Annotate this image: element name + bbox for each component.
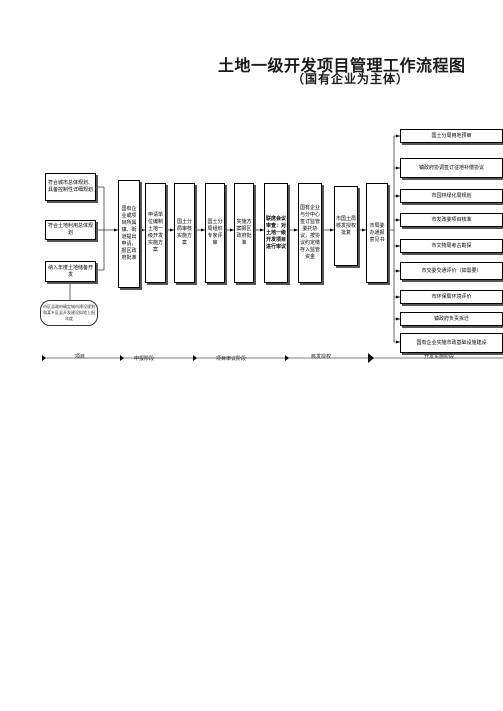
step-2-plan-draft: 申请单位编制土地一级开发实施方案 bbox=[145, 183, 166, 283]
stage-implementation: 开发实施阶段 bbox=[424, 354, 455, 360]
step-9-notification: 市局委办通报意见书 bbox=[366, 183, 388, 283]
stage-authorization: 核发授权 bbox=[311, 354, 332, 360]
task-landscape-plan: 市园林绿化局规划 bbox=[400, 189, 503, 203]
task-project-approval: 市发改委项目核准 bbox=[400, 213, 503, 227]
task-demolition: 镇政府负责拆迁 bbox=[400, 312, 503, 326]
task-infrastructure: 国有企业实施市政基础设施建设 bbox=[400, 333, 503, 353]
task-land-pre-review: 国土分局用地预审 bbox=[400, 129, 503, 143]
stage-application: 申报阶段 bbox=[134, 356, 155, 362]
step-6-joint-meeting: 联席会议审查：对土地一级开发项目进行审议 bbox=[264, 183, 288, 283]
step-5-district-approval: 实施方案报区政府批准 bbox=[234, 183, 254, 283]
step-2-label: 申请单位编制土地一级开发实施方案 bbox=[147, 212, 163, 253]
step-3-review: 国土分局审核实施方案 bbox=[174, 183, 195, 283]
step-1-label: 国有企业或项目所属镇、街道提出申请，报区政府批准 bbox=[121, 206, 137, 261]
step-5-label: 实施方案报区政府批准 bbox=[236, 219, 252, 246]
step-7-supervision-agreement: 国有企业与分中心签订监管委托协议，按协议约定缴存入监管资金 bbox=[298, 183, 322, 283]
task-traffic-evaluation: 市交委交通评价（如需要） bbox=[400, 262, 503, 280]
task-environment-evaluation: 市环保局环境评价 bbox=[400, 290, 503, 304]
task-compensation-agreement: 镇政府协调签订征地补偿协议 bbox=[400, 158, 503, 178]
stage-review: 项目审议阶段 bbox=[216, 356, 247, 362]
precondition-land-use-plan: 符合土地利用总体规划 bbox=[45, 220, 96, 240]
step-4-expert-review: 国土分局组织专家评审 bbox=[205, 183, 225, 283]
step-9-label: 市局委办通报意见书 bbox=[369, 222, 385, 243]
note-city-plan: 市区县政府确定城市建设规划和某乡区县开发建设拟地上报年度 bbox=[40, 300, 98, 326]
page-title: 土地一级开发项目管理工作流程图 bbox=[218, 56, 466, 75]
page-subtitle: （国有企业为主体） bbox=[292, 72, 410, 86]
stage-project: 项目 bbox=[75, 354, 86, 360]
task-archaeology: 市文物局考古勘探 bbox=[400, 239, 503, 253]
step-8-authorization: 市国土局核发授权批复 bbox=[334, 186, 358, 266]
step-1-apply: 国有企业或项目所属镇、街道提出申请，报区政府批准 bbox=[118, 180, 140, 288]
precondition-urban-plan: 符合城市总体规划、具备控制性详细规划 bbox=[45, 173, 96, 201]
step-7-label: 国有企业与分中心签订监管委托协议，按协议约定缴存入监管资金 bbox=[300, 205, 321, 260]
step-6-label: 联席会议审查：对土地一级开发项目进行审议 bbox=[266, 215, 287, 250]
step-4-label: 国土分局组织专家评审 bbox=[207, 219, 223, 246]
step-3-label: 国土分局审核实施方案 bbox=[176, 219, 192, 246]
precondition-annual-reserve: 纳入年度土地储备开发 bbox=[45, 261, 96, 282]
step-8-label: 市国土局核发授权批复 bbox=[336, 215, 357, 236]
